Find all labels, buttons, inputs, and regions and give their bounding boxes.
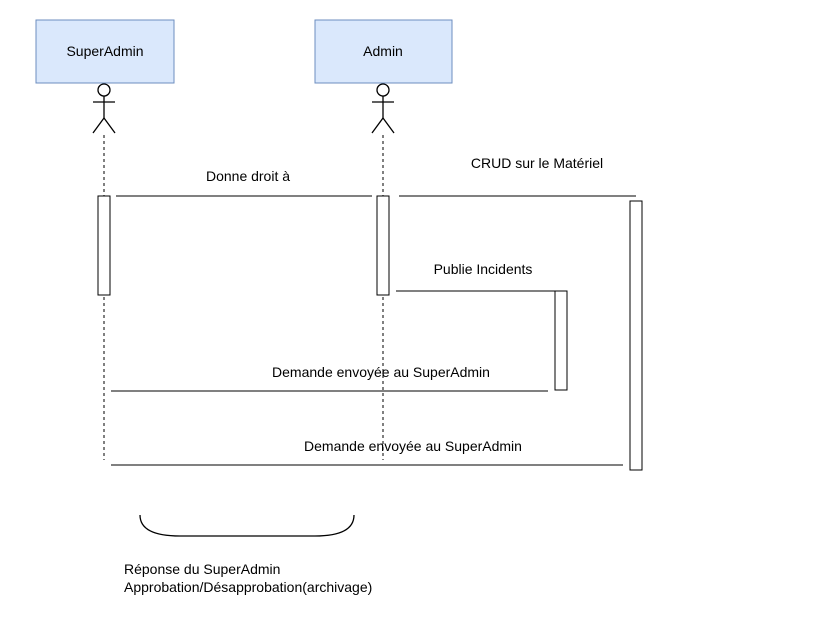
activation-admin [376,195,390,296]
message-label-demande-2: Demande envoyée au SuperAdmin [304,438,522,454]
note-line-2: Approbation/Désapprobation(archivage) [124,579,372,595]
curly-brace [139,514,355,537]
actor-box-superadmin [35,19,175,84]
actor-superadmin: SuperAdmin [35,19,175,134]
activation-superadmin [97,195,111,296]
stick-figure-admin-icon [371,83,395,134]
actor-label-superadmin: SuperAdmin [66,43,143,59]
actor-box-admin [314,19,453,84]
message-label-crud: CRUD sur le Matériel [471,155,603,171]
message-label-publie: Publie Incidents [434,261,533,277]
message-label-donne-droit: Donne droit à [206,168,290,184]
activation-materiel [629,200,643,471]
stick-figure-superadmin-icon [92,83,116,134]
message-label-demande-1: Demande envoyée au SuperAdmin [272,364,490,380]
note-line-1: Réponse du SuperAdmin [124,561,280,577]
activation-incidents [554,290,568,391]
actor-label-admin: Admin [363,43,403,59]
actor-admin: Admin [314,19,453,134]
